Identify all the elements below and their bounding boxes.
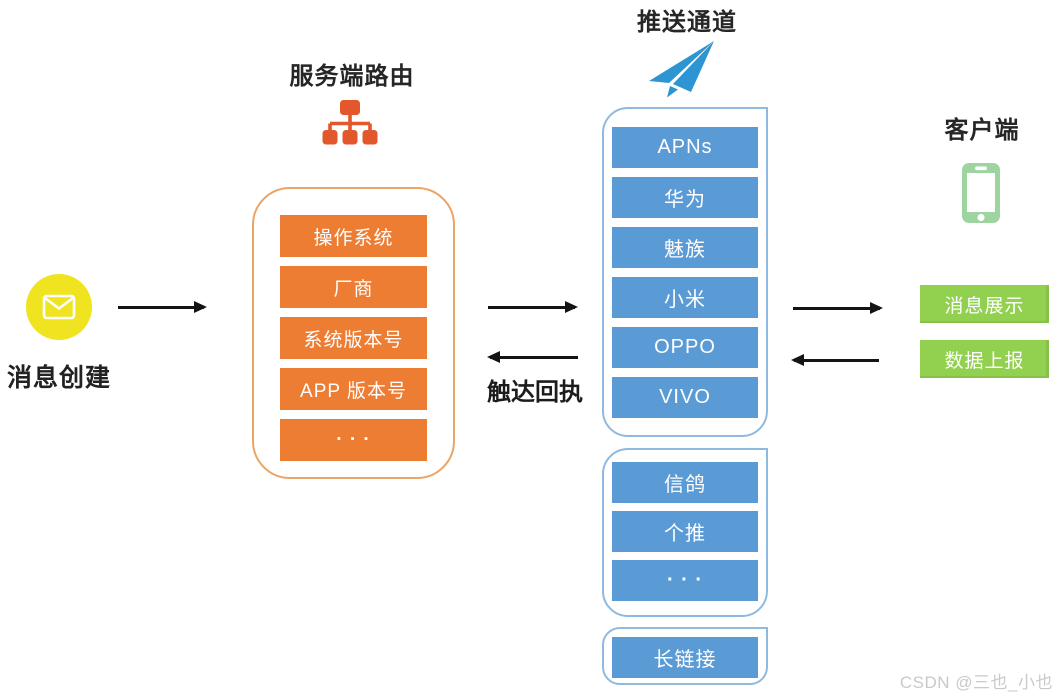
push-channel-title: 推送通道	[637, 9, 737, 36]
channel-xinge: 信鸽	[612, 462, 758, 503]
channel-oppo: OPPO	[612, 327, 758, 368]
channel-apns: APNs	[612, 127, 758, 168]
arrow-routing-to-channel	[488, 301, 578, 313]
client-action-data-report: 数据上报	[920, 340, 1049, 378]
arrow-client-to-channel	[791, 354, 879, 366]
server-routing-title: 服务端路由	[289, 63, 415, 90]
channel-meizu: 魅族	[612, 227, 758, 268]
arrow-channel-to-routing	[487, 351, 578, 363]
server-routing-container: 操作系统 厂商 系统版本号 APP 版本号 · · ·	[252, 187, 455, 479]
channel-vivo: VIVO	[612, 377, 758, 418]
message-create-label: 消息创建	[6, 364, 111, 392]
channel-getui: 个推	[612, 511, 758, 552]
channel-huawei: 华为	[612, 177, 758, 218]
arrow-create-to-routing	[118, 301, 207, 313]
smartphone-icon	[962, 163, 1000, 223]
arrow-channel-to-client	[793, 302, 883, 314]
paper-plane-icon	[649, 41, 714, 98]
routing-item-app-version: APP 版本号	[280, 368, 427, 410]
channel-xiaomi: 小米	[612, 277, 758, 318]
routing-item-ellipsis: · · ·	[280, 419, 427, 461]
vendor-channel-container: APNs 华为 魅族 小米 OPPO VIVO	[602, 107, 768, 437]
routing-item-system-version: 系统版本号	[280, 317, 427, 359]
thirdparty-channel-container: 信鸽 个推 · · ·	[602, 448, 768, 617]
message-create-node	[26, 274, 92, 340]
routing-item-os: 操作系统	[280, 215, 427, 257]
watermark: CSDN @三也_小也	[899, 673, 1053, 692]
receipt-label: 触达回执	[487, 379, 583, 406]
channel-ellipsis: · · ·	[612, 560, 758, 601]
sitemap-icon	[322, 100, 378, 145]
long-connection-container: 长链接	[602, 627, 768, 685]
client-action-message-display: 消息展示	[920, 285, 1049, 323]
channel-long-connection: 长链接	[612, 637, 758, 678]
envelope-icon	[42, 294, 76, 320]
client-title: 客户端	[944, 117, 1020, 144]
routing-item-vendor: 厂商	[280, 266, 427, 308]
